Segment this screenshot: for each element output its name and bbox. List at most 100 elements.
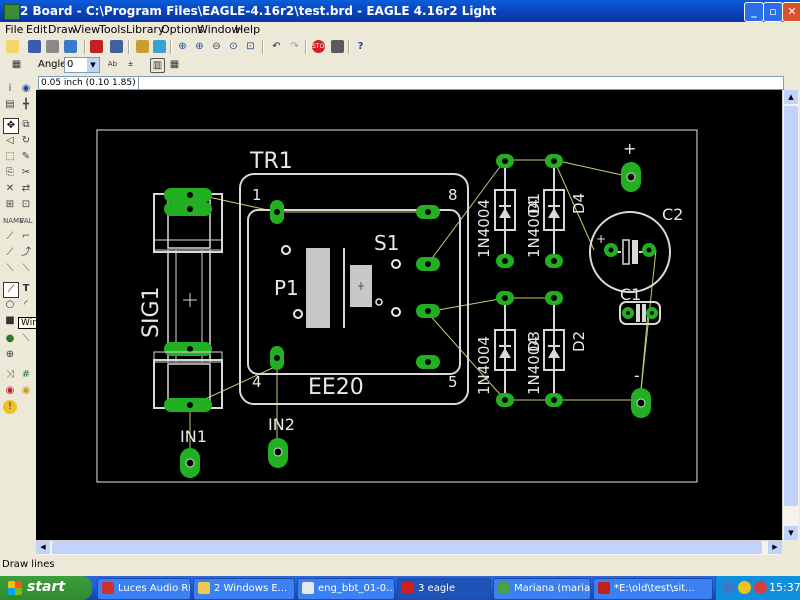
d1-label: D1	[525, 193, 543, 214]
horizontal-scrollbar[interactable]: ◀ ▶	[36, 540, 782, 555]
windows-flag-icon	[8, 581, 22, 595]
split-icon[interactable]: ⟋	[6, 231, 14, 242]
menu-draw[interactable]: Draw	[48, 23, 77, 36]
miter-icon[interactable]: ⌐	[21, 231, 31, 242]
polygon-icon[interactable]: ⟍	[22, 333, 30, 344]
zoom-out-icon[interactable]: ⊖	[212, 41, 221, 52]
menu-file[interactable]: File	[5, 23, 24, 36]
arc-icon[interactable]: ◜	[24, 299, 28, 310]
signal-icon[interactable]: ⟍	[22, 263, 30, 274]
zoom-in-icon[interactable]: ⊕	[195, 41, 204, 52]
mark-icon[interactable]: ╋	[22, 99, 30, 110]
route-icon[interactable]: ⤴	[21, 247, 31, 258]
text-icon[interactable]: T	[22, 283, 30, 294]
info-icon[interactable]: i	[8, 83, 12, 94]
zoom-select-icon[interactable]: ⊡	[246, 41, 255, 52]
smash-icon[interactable]: ⊡	[21, 199, 31, 210]
save-icon[interactable]	[28, 40, 41, 53]
rect-icon[interactable]: ■	[5, 315, 15, 326]
task-windows-explorer[interactable]: 2 Windows E...	[193, 578, 295, 600]
move-icon[interactable]: ✥	[3, 118, 19, 134]
task-mariana[interactable]: Mariana (maria...	[493, 578, 591, 600]
open-icon[interactable]	[6, 40, 19, 53]
vertical-scroll-thumb[interactable]	[784, 106, 798, 506]
hole-icon[interactable]: ⊕	[5, 349, 15, 360]
mirror-icon[interactable]: Ab	[107, 60, 118, 68]
stop-icon[interactable]: STOP	[312, 40, 328, 53]
menu-tools[interactable]: Tools	[99, 23, 127, 36]
lock-icon[interactable]: ⊞	[5, 199, 15, 210]
ripup-icon[interactable]: ⟍	[6, 263, 14, 274]
spin-icon[interactable]: ±	[127, 60, 134, 68]
minimize-button[interactable]: _	[744, 2, 764, 22]
scroll-down-icon[interactable]: ▼	[784, 526, 798, 540]
c1-label: C1	[620, 285, 641, 304]
window-icon[interactable]	[153, 40, 166, 53]
menu-library[interactable]: Library	[126, 23, 165, 36]
redo-icon[interactable]: ↷	[290, 41, 299, 52]
display-layers-icon[interactable]: ▤	[5, 99, 15, 110]
value-icon[interactable]: VAL	[19, 217, 33, 225]
cam-icon[interactable]	[64, 40, 77, 53]
task-label: 3 eagle	[418, 583, 456, 594]
ulp-icon[interactable]	[110, 40, 123, 53]
copy-icon[interactable]: ⧉	[22, 119, 30, 130]
chevron-down-icon[interactable]: ▼	[87, 58, 99, 72]
menu-view[interactable]: View	[74, 23, 101, 36]
start-button[interactable]: start	[0, 576, 92, 600]
print-icon[interactable]	[46, 40, 59, 53]
command-line-input[interactable]	[138, 76, 784, 90]
in2-label: IN2	[268, 415, 295, 434]
task-luces-audio[interactable]: Luces Audio Rí...	[97, 578, 191, 600]
layer-icon[interactable]: ▥	[150, 58, 165, 73]
redraw-icon[interactable]: ⊙	[229, 41, 238, 52]
use-library-icon[interactable]	[136, 40, 149, 53]
show-icon[interactable]: ◉	[21, 83, 31, 94]
menu-help[interactable]: Help	[235, 23, 261, 36]
paste-icon[interactable]: ⎘	[6, 167, 14, 178]
undo-icon[interactable]: ↶	[272, 41, 281, 52]
stop-drc-icon[interactable]: !	[3, 400, 17, 414]
rotate-icon[interactable]: ↻	[21, 135, 31, 146]
close-button[interactable]: ✕	[782, 2, 800, 22]
network-icon[interactable]	[722, 581, 735, 594]
volume-icon[interactable]	[754, 581, 767, 594]
task-eagle[interactable]: 3 eagle	[397, 578, 491, 600]
board-canvas[interactable]: SIG1 IN1 IN2	[36, 90, 782, 540]
display-icon[interactable]: ▦	[169, 59, 180, 70]
circle-icon[interactable]: ○	[5, 299, 15, 310]
window-title: 2 Board - C:\Program Files\EAGLE-4.16r2\…	[20, 4, 497, 18]
group-icon[interactable]: ⬚	[5, 151, 15, 162]
menu-options[interactable]: Options	[161, 23, 204, 36]
vertical-scrollbar[interactable]: ▲ ▼	[782, 90, 799, 540]
ratsnest-icon[interactable]: ⤨	[6, 369, 14, 380]
add-icon[interactable]: ✕	[5, 183, 15, 194]
horizontal-scroll-thumb[interactable]	[52, 541, 762, 554]
mirror-tool-icon[interactable]: ◁	[6, 135, 14, 146]
angle-select[interactable]: 0 ▼	[64, 57, 100, 73]
change-icon[interactable]: ✎	[21, 151, 31, 162]
drc-icon[interactable]: ◉	[21, 385, 31, 396]
menu-window[interactable]: Window	[197, 23, 241, 36]
scroll-right-icon[interactable]: ▶	[768, 541, 782, 554]
auto-icon[interactable]: #	[21, 369, 31, 380]
task-eng-bbt[interactable]: eng_bbt_01-0...	[297, 578, 395, 600]
optimize-icon[interactable]: ⟋	[6, 247, 14, 258]
via-icon[interactable]: ●	[5, 333, 15, 344]
scroll-up-icon[interactable]: ▲	[784, 90, 798, 104]
name-icon[interactable]: NAME	[3, 217, 24, 225]
restore-button[interactable]: ▫	[763, 2, 783, 22]
task-editor[interactable]: *E:\old\test\sit...	[593, 578, 713, 600]
wire-icon[interactable]: ⟋	[3, 282, 19, 298]
delete-icon[interactable]: ✂	[21, 167, 31, 178]
go-icon[interactable]	[331, 40, 344, 53]
errors-icon[interactable]: ◉	[5, 385, 15, 396]
grid-icon[interactable]: ▦	[11, 59, 22, 70]
zoom-fit-icon[interactable]: ⊕	[178, 41, 187, 52]
script-icon[interactable]	[90, 40, 103, 53]
messenger-tray-icon[interactable]	[738, 581, 751, 594]
help-icon[interactable]: ?	[357, 41, 364, 52]
replace-icon[interactable]: ⇄	[21, 183, 31, 194]
scroll-left-icon[interactable]: ◀	[36, 541, 50, 554]
menu-edit[interactable]: Edit	[26, 23, 48, 36]
